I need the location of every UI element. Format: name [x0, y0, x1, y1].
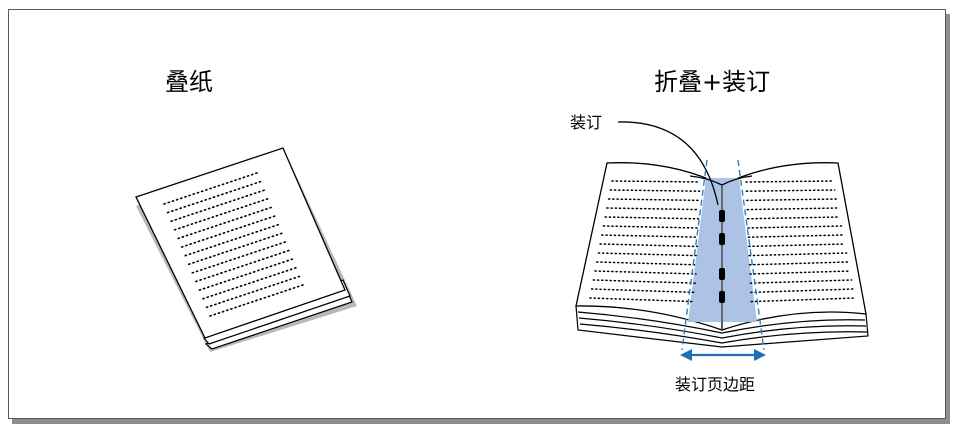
folded-paper-front-sheet — [135, 147, 346, 339]
margin-guide-left — [681, 159, 708, 351]
margin-arrow-left-head — [680, 349, 692, 361]
booklet-text-lines — [589, 180, 856, 303]
staple-lower-1 — [719, 268, 725, 280]
margin-guide-right — [737, 159, 765, 351]
booklet-right-text-line — [747, 225, 843, 229]
booklet-right-text-line — [749, 270, 851, 275]
folded-paper-text-line — [198, 257, 297, 291]
margin-arrow-right-head — [754, 349, 766, 361]
folded-paper-text-line — [173, 197, 272, 231]
booklet-right-text-line — [746, 207, 839, 211]
folded-paper-text-line — [187, 231, 286, 266]
folded-paper-text-line — [205, 274, 304, 309]
booklet-left-text-line — [592, 279, 697, 284]
booklet-left-text-line — [589, 297, 696, 303]
folded-paper-illustration — [135, 147, 357, 352]
staple-upper-2 — [719, 233, 725, 245]
folded-paper-text-line — [202, 265, 300, 300]
folded-paper-text-line — [195, 248, 293, 283]
folded-paper-text-line — [184, 222, 283, 257]
binding-margin-label: 装订页边距 — [675, 375, 756, 394]
booklet-left-text-line — [606, 207, 700, 211]
booklet-right-text-line — [750, 297, 856, 303]
folded-paper-text-lines — [163, 171, 307, 317]
booklet-right-text-line — [749, 279, 853, 284]
folded-paper-text-line — [166, 179, 265, 214]
binding-label: 装订 — [570, 113, 603, 132]
folded-paper-text-line — [209, 283, 307, 317]
booklet-left-text-line — [607, 198, 700, 202]
booklet-left-text-line — [599, 243, 698, 248]
booklet-left-text-line — [595, 261, 698, 266]
binding-callout-line — [617, 121, 719, 206]
booklet-left-text-line — [611, 180, 701, 183]
booklet-left-text-line — [604, 216, 700, 220]
booklet-right-text-line — [745, 180, 834, 183]
booklet-right-text-line — [750, 288, 855, 294]
folded-paper-text-line — [180, 214, 279, 248]
booklet-left-text-line — [602, 225, 699, 229]
booklet-stack-edge-1 — [577, 311, 866, 334]
booklet-stack-edge-3 — [579, 323, 868, 344]
folded-paper-title: 叠纸 — [165, 68, 213, 96]
staple-lower-2 — [719, 291, 725, 303]
booklet-right-text-line — [748, 243, 846, 248]
booklet-right-text-line — [748, 261, 850, 266]
folded-paper-text-line — [163, 171, 261, 205]
booklet-right-text-line — [746, 216, 841, 220]
booklet-left-text-line — [601, 234, 699, 238]
booklet-stack-outline — [575, 305, 869, 348]
folded-paper-text-line — [191, 240, 290, 274]
booklet-stack-edge-2 — [578, 317, 867, 339]
booklet-right-text-line — [748, 252, 848, 257]
fold-staple-title: 折叠+装订 — [654, 68, 771, 96]
folded-paper-text-line — [170, 188, 268, 223]
booklet-left-text-line — [597, 252, 698, 257]
booklet-right-text-line — [747, 234, 844, 238]
booklet-left-text-line — [594, 270, 697, 275]
booklet-left-text-line — [590, 288, 696, 294]
folded-paper-text-line — [177, 205, 275, 240]
bound-booklet-illustration — [575, 121, 869, 361]
staple-upper-1 — [719, 210, 725, 222]
